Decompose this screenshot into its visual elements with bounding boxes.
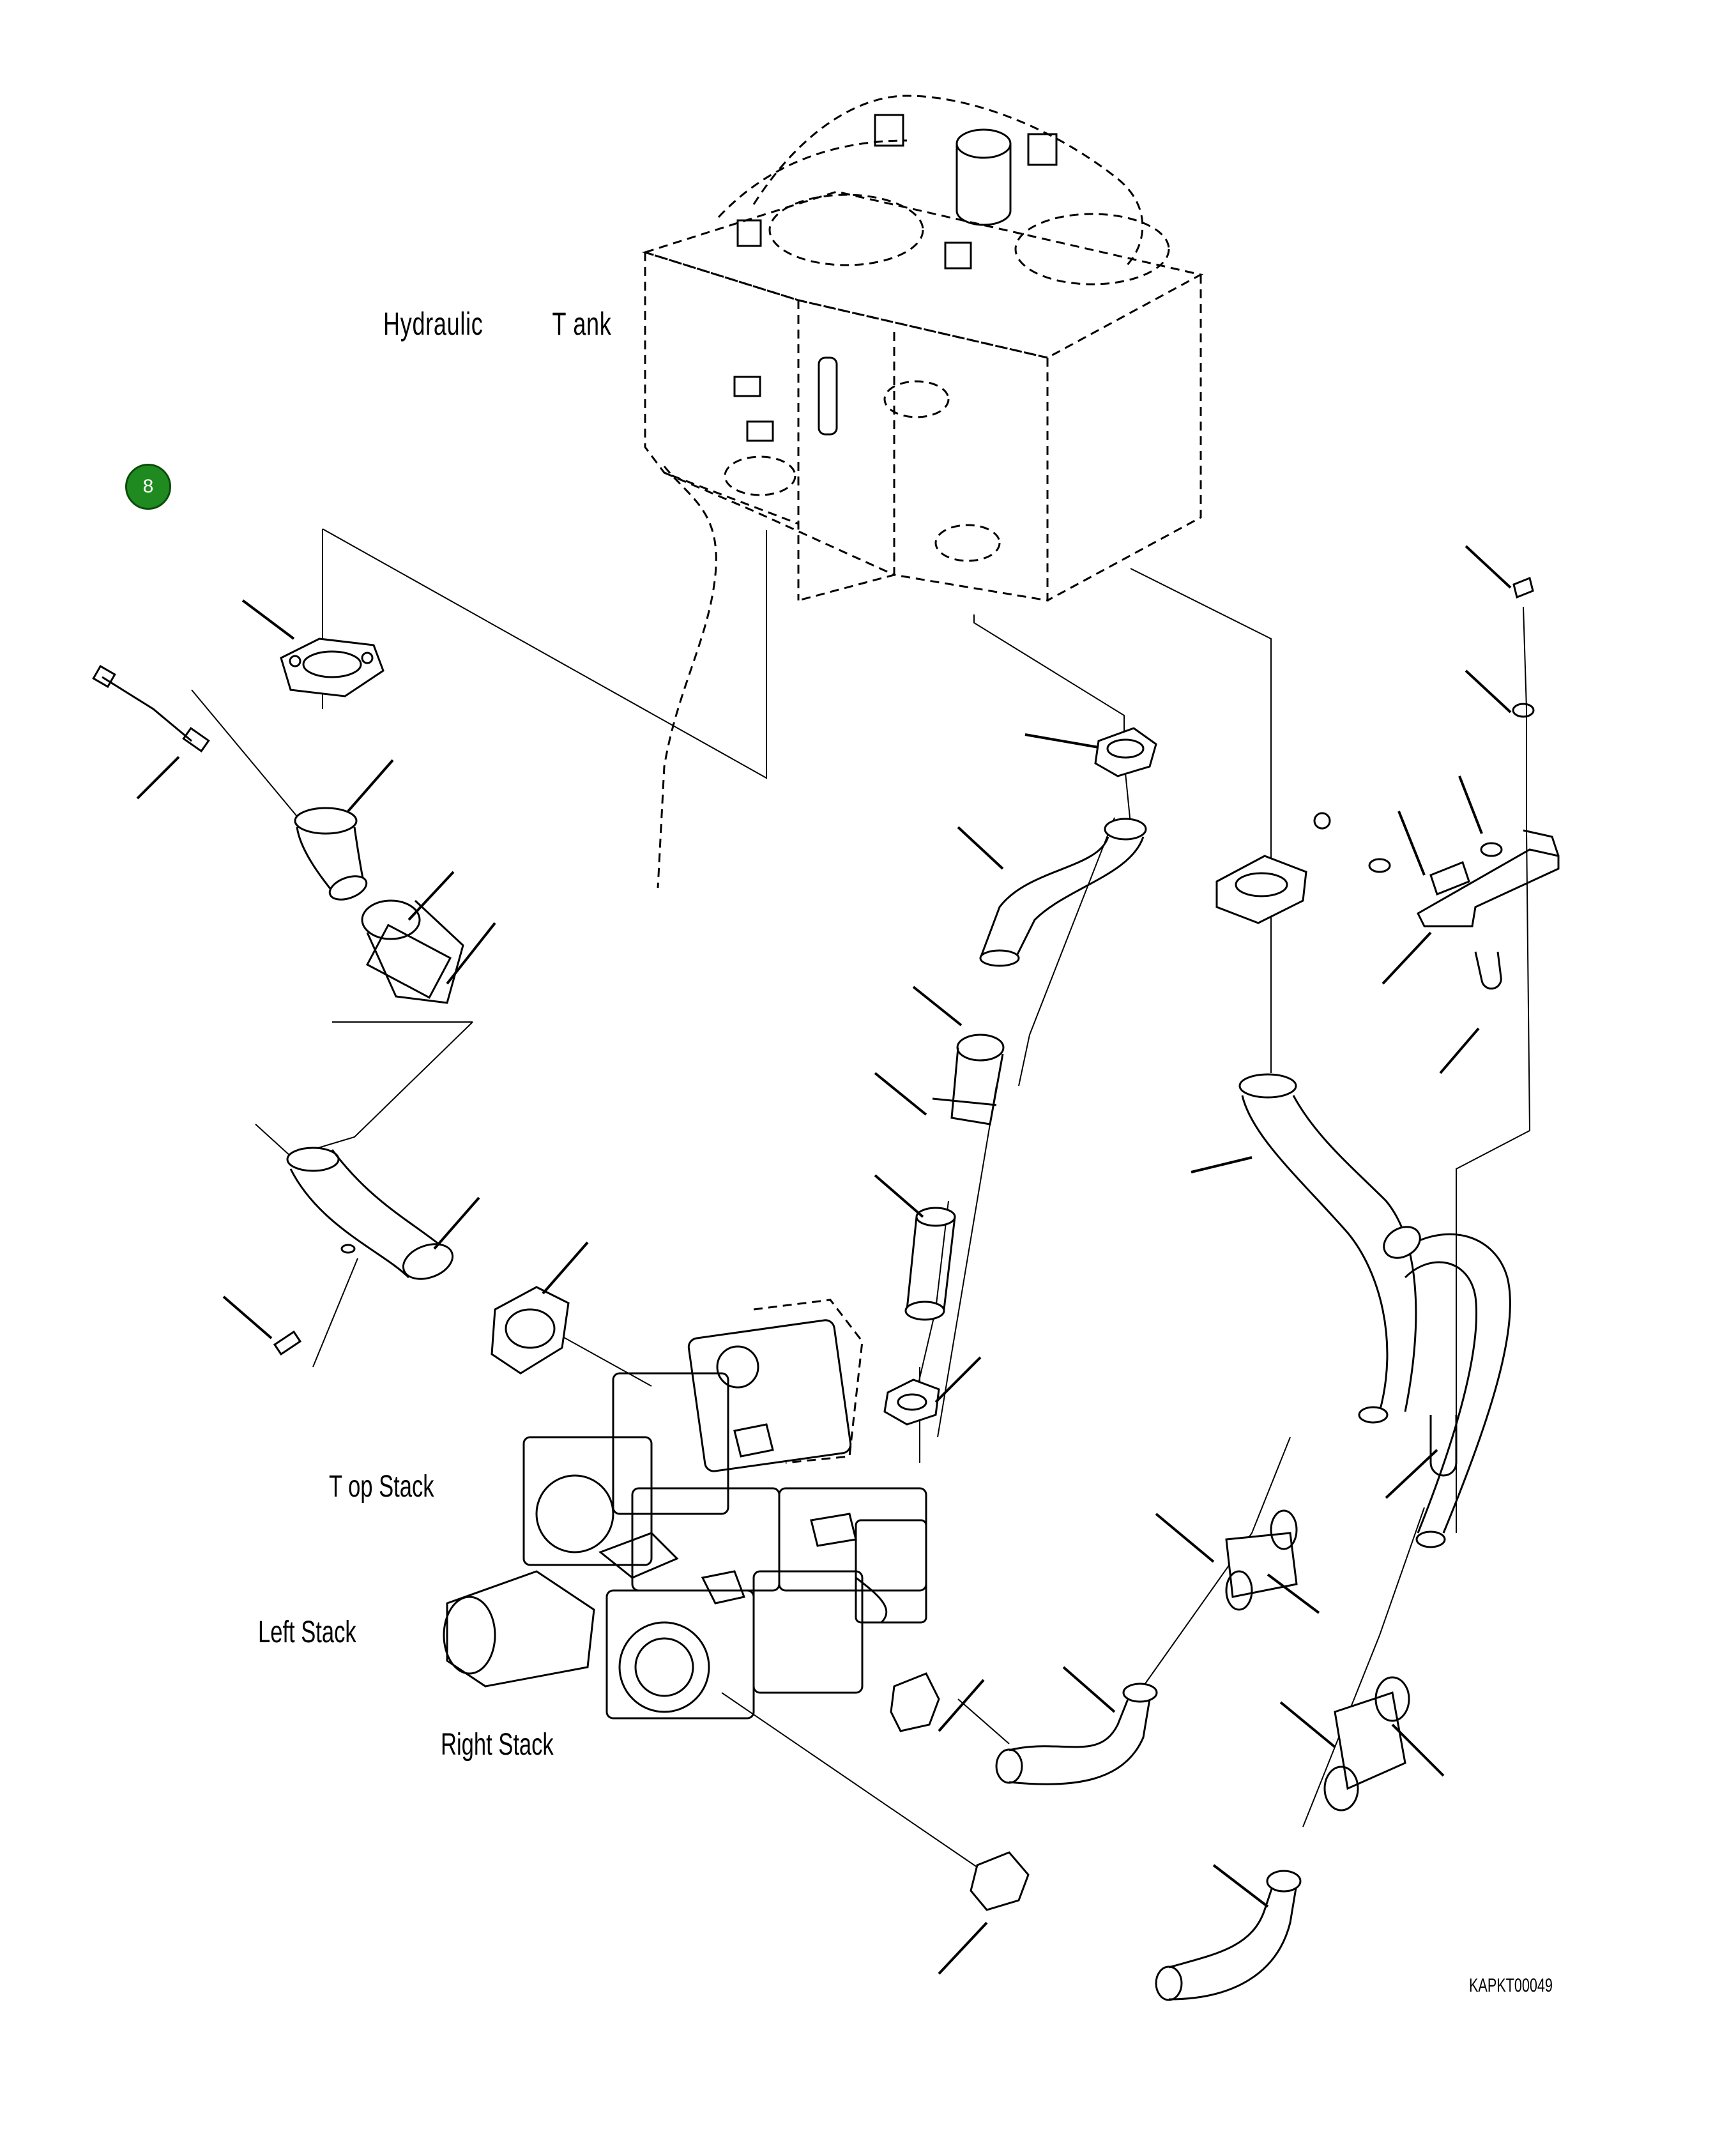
left-stack-label: Left Stack [258, 1615, 356, 1649]
left-coupler [361, 899, 464, 1004]
left-elbow-hose [294, 807, 368, 901]
center-elbow-hose [979, 818, 1147, 967]
temperature-sensor [92, 664, 210, 753]
callout-leaders [136, 545, 1512, 1975]
pump-stacks [443, 1299, 927, 1720]
right-bracket-assembly [1313, 576, 1560, 990]
right-flange [1215, 855, 1307, 924]
center-clamp-flange [883, 1378, 940, 1426]
center-flange [1094, 727, 1157, 777]
bottom-left-hose [890, 1672, 1158, 1785]
bottom-right-hose [970, 1851, 1302, 2001]
top-stack-label: T op Stack [329, 1470, 434, 1504]
center-tube [904, 1207, 956, 1321]
right-stack-label: Right Stack [441, 1728, 554, 1762]
assembly-lines [191, 528, 1531, 1872]
right-coupler-upper [1225, 1509, 1298, 1611]
right-main-hose [1238, 1073, 1511, 1548]
left-hose-bottom [286, 1147, 454, 1280]
u-bolt-bracket [1429, 1415, 1458, 1477]
callout-badge[interactable]: 8 [125, 464, 171, 510]
left-flange [280, 637, 385, 698]
drawing-code: KAPKT00049 [1469, 1975, 1553, 1996]
pump-flange-left [491, 1286, 570, 1375]
right-coupler-lower [1323, 1676, 1410, 1812]
hydraulic-tank [642, 95, 1204, 889]
center-coupler [932, 1034, 1005, 1125]
plug-fitting [273, 1244, 356, 1356]
